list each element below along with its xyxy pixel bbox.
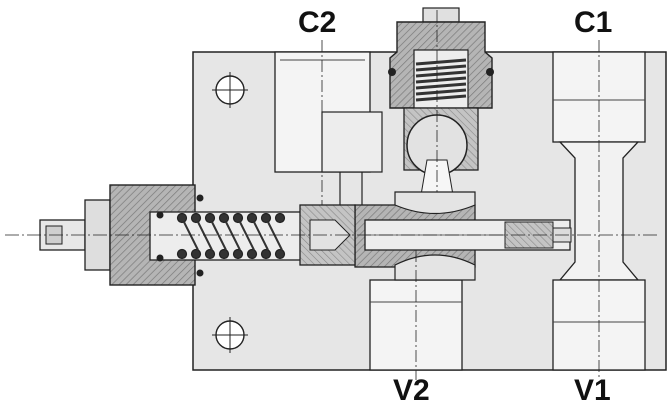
port-label-c2: C2 (298, 6, 337, 39)
check-valve-cartridge (388, 7, 494, 200)
mounting-hole-bottom (212, 317, 248, 353)
mounting-hole-top (212, 72, 248, 108)
port-label-v2: V2 (393, 374, 430, 407)
port-label-c1: C1 (574, 6, 613, 39)
port-c2-bore (274, 51, 383, 205)
port-label-v1: V1 (574, 374, 611, 407)
